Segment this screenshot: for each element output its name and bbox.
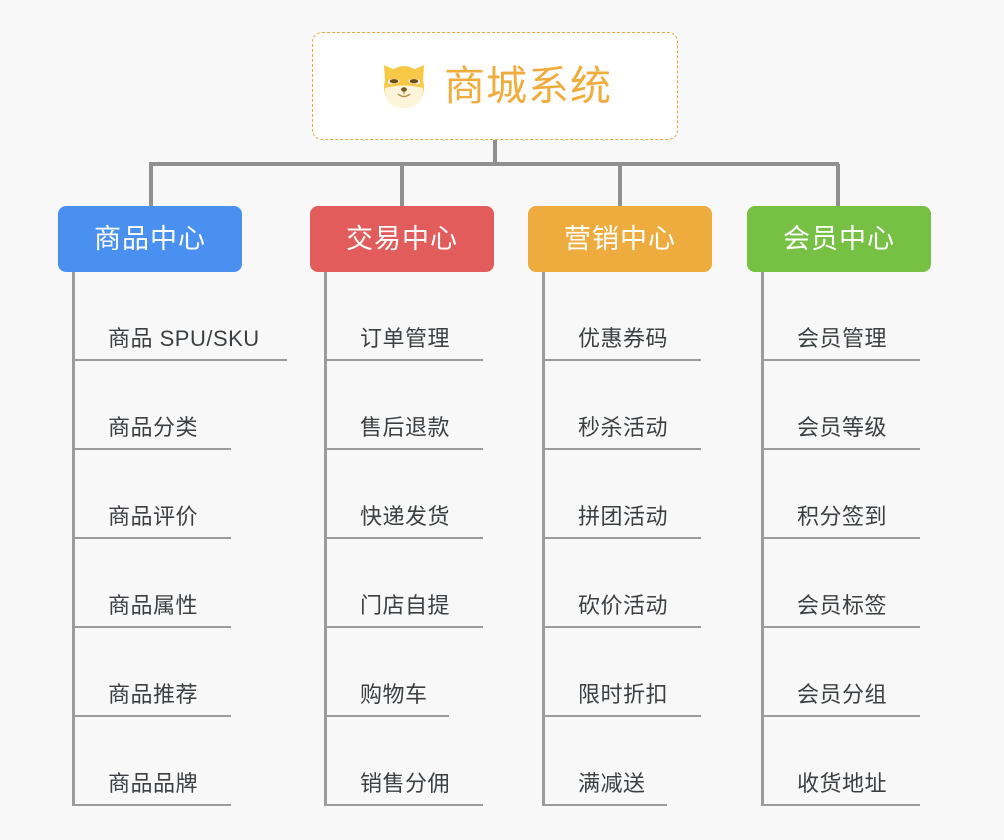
- branch-item-underline: [75, 804, 231, 806]
- branch-item-label: 优惠券码: [578, 326, 669, 351]
- branch-column-2: 交易中心订单管理售后退款快递发货门店自提购物车销售分佣: [310, 206, 494, 806]
- branch-item-label: 秒杀活动: [578, 415, 669, 440]
- branch-item[interactable]: 满减送: [545, 717, 785, 806]
- branch-item-underline: [545, 448, 701, 450]
- branch-item[interactable]: 购物车: [327, 628, 567, 717]
- branch-item-label: 购物车: [360, 682, 428, 707]
- branch-item-label: 会员分组: [797, 682, 888, 707]
- branch-item[interactable]: 商品属性: [75, 539, 315, 628]
- branch-header-member-center[interactable]: 会员中心: [747, 206, 931, 272]
- connector-drop-1: [149, 164, 153, 206]
- branch-header-product-center[interactable]: 商品中心: [58, 206, 242, 272]
- branch-header-label: 会员中心: [783, 223, 895, 254]
- connector-drop-4: [836, 164, 840, 206]
- branch-item-label: 商品评价: [108, 504, 199, 529]
- branch-item[interactable]: 销售分佣: [327, 717, 567, 806]
- branch-header-trade-center[interactable]: 交易中心: [310, 206, 494, 272]
- branch-item[interactable]: 商品品牌: [75, 717, 315, 806]
- branch-item-underline: [327, 626, 483, 628]
- branch-item-label: 收货地址: [797, 771, 888, 796]
- branch-item[interactable]: 会员等级: [764, 361, 1004, 450]
- connector-drop-3: [618, 164, 622, 206]
- branch-item[interactable]: 商品 SPU/SKU: [75, 272, 315, 361]
- branch-item-list: 订单管理售后退款快递发货门店自提购物车销售分佣: [324, 272, 567, 806]
- branch-header-marketing-center[interactable]: 营销中心: [528, 206, 712, 272]
- connector-drop-2: [400, 164, 404, 206]
- branch-item-label: 销售分佣: [360, 771, 451, 796]
- branch-item-label: 售后退款: [360, 415, 451, 440]
- branch-item[interactable]: 优惠券码: [545, 272, 785, 361]
- branch-item[interactable]: 砍价活动: [545, 539, 785, 628]
- branch-item[interactable]: 商品分类: [75, 361, 315, 450]
- connector-bus: [149, 162, 839, 166]
- branch-item[interactable]: 会员管理: [764, 272, 1004, 361]
- branch-item-underline: [327, 804, 483, 806]
- branch-item-underline: [75, 626, 231, 628]
- root-node-card[interactable]: 商城系统: [312, 32, 678, 140]
- branch-item-underline: [545, 537, 701, 539]
- branch-column-3: 营销中心优惠券码秒杀活动拼团活动砍价活动限时折扣满减送: [528, 206, 712, 806]
- branch-item-label: 订单管理: [360, 326, 451, 351]
- branch-item-underline: [75, 359, 287, 361]
- branch-item-list: 会员管理会员等级积分签到会员标签会员分组收货地址: [761, 272, 1004, 806]
- branch-item-underline: [327, 537, 483, 539]
- root-node-title: 商城系统: [444, 62, 612, 109]
- branch-item-underline: [75, 448, 231, 450]
- branch-item-underline: [764, 626, 920, 628]
- branch-column-4: 会员中心会员管理会员等级积分签到会员标签会员分组收货地址: [747, 206, 931, 806]
- branch-item-underline: [764, 448, 920, 450]
- branch-item-underline: [764, 715, 920, 717]
- branch-item[interactable]: 会员标签: [764, 539, 1004, 628]
- branch-item[interactable]: 门店自提: [327, 539, 567, 628]
- branch-item-label: 快递发货: [360, 504, 451, 529]
- branch-item-underline: [327, 715, 449, 717]
- branch-item-label: 商品属性: [108, 593, 199, 618]
- branch-item[interactable]: 售后退款: [327, 361, 567, 450]
- branch-header-label: 营销中心: [564, 223, 676, 254]
- branch-item-label: 会员标签: [797, 593, 888, 618]
- branch-item-list: 优惠券码秒杀活动拼团活动砍价活动限时折扣满减送: [542, 272, 785, 806]
- shiba-inu-icon: [384, 65, 424, 108]
- branch-item[interactable]: 会员分组: [764, 628, 1004, 717]
- branch-item-label: 商品推荐: [108, 682, 199, 707]
- branch-item-label: 商品分类: [108, 415, 199, 440]
- branch-item-underline: [327, 359, 483, 361]
- branch-item[interactable]: 商品评价: [75, 450, 315, 539]
- branch-item-label: 会员等级: [797, 415, 888, 440]
- branch-column-1: 商品中心商品 SPU/SKU 商品分类商品评价商品属性商品推荐商品品牌: [58, 206, 287, 806]
- branch-item-underline: [75, 537, 231, 539]
- branch-item-label: 拼团活动: [578, 504, 669, 529]
- branch-item[interactable]: 秒杀活动: [545, 361, 785, 450]
- branch-item-underline: [545, 804, 667, 806]
- branch-item-list: 商品 SPU/SKU 商品分类商品评价商品属性商品推荐商品品牌: [72, 272, 315, 806]
- branch-item-underline: [764, 537, 920, 539]
- branch-item-label: 门店自提: [360, 593, 451, 618]
- branch-item[interactable]: 商品推荐: [75, 628, 315, 717]
- branch-item[interactable]: 订单管理: [327, 272, 567, 361]
- branch-item-underline: [327, 448, 483, 450]
- branch-item-label: 积分签到: [797, 504, 888, 529]
- branch-item-label: 会员管理: [797, 326, 888, 351]
- branch-item-underline: [545, 359, 701, 361]
- branch-item-label: 满减送: [578, 771, 646, 796]
- branch-item[interactable]: 积分签到: [764, 450, 1004, 539]
- branch-item-label: 商品品牌: [108, 771, 199, 796]
- branch-item[interactable]: 快递发货: [327, 450, 567, 539]
- branch-item[interactable]: 收货地址: [764, 717, 1004, 806]
- connector-stem: [493, 140, 497, 164]
- branch-item-label: 限时折扣: [578, 682, 669, 707]
- branch-item-underline: [545, 715, 701, 717]
- branch-item-label: 商品 SPU/SKU: [108, 326, 260, 351]
- branch-item[interactable]: 拼团活动: [545, 450, 785, 539]
- branch-item-underline: [764, 804, 920, 806]
- branch-item[interactable]: 限时折扣: [545, 628, 785, 717]
- branch-item-underline: [75, 715, 231, 717]
- branch-header-label: 交易中心: [346, 223, 458, 254]
- branch-item-label: 砍价活动: [578, 593, 669, 618]
- branch-item-underline: [764, 359, 920, 361]
- branch-item-underline: [545, 626, 701, 628]
- branch-header-label: 商品中心: [94, 223, 206, 254]
